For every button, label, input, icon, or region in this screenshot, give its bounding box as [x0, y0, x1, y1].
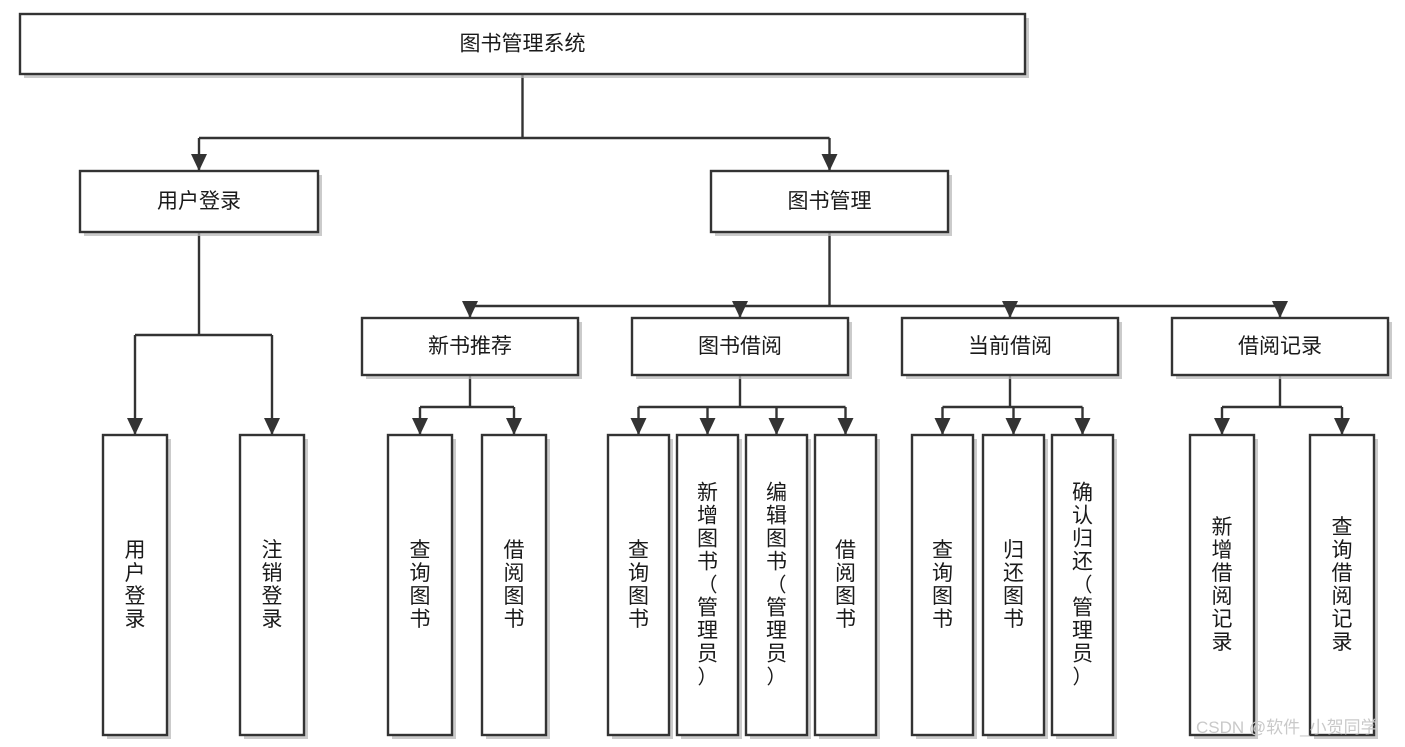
node-current-borrow[interactable]: 当前借阅: [900, 316, 1122, 379]
arrow-head-icon: [506, 418, 522, 435]
node-rect[interactable]: [813, 433, 878, 737]
connector-user-login: [127, 232, 280, 435]
node-label: 查询图书: [410, 539, 431, 631]
node-rect[interactable]: [630, 316, 850, 377]
node-leaf-add-book[interactable]: 新增图书（管理员）: [675, 433, 742, 739]
node-label: 新书推荐: [428, 335, 512, 358]
arrow-head-icon: [1002, 301, 1018, 318]
node-label: 查询图书: [628, 539, 649, 631]
node-leaf-query-book-new[interactable]: 查询图书: [386, 433, 456, 739]
arrow-head-icon: [934, 418, 951, 435]
node-label: 编辑图书（管理员）: [766, 481, 787, 688]
node-book-borrow[interactable]: 图书借阅: [630, 316, 852, 379]
arrow-head-icon: [630, 418, 647, 435]
node-leaf-confirm-return[interactable]: 确认归还（管理员）: [1050, 433, 1117, 739]
node-label: 图书借阅: [698, 335, 782, 358]
node-label: 查询图书: [932, 539, 953, 631]
node-label: 新增借阅记录: [1212, 516, 1233, 654]
node-label: 用户登录: [157, 190, 241, 213]
node-leaf-query-book-borrow[interactable]: 查询图书: [606, 433, 673, 739]
connector-current-borrow: [934, 375, 1091, 435]
arrow-head-icon: [732, 301, 748, 318]
connector-layer: [127, 74, 1350, 435]
node-rect[interactable]: [1050, 433, 1115, 737]
connector-book-manage: [462, 232, 1288, 318]
node-rect[interactable]: [360, 316, 580, 377]
arrow-head-icon: [264, 418, 280, 435]
node-leaf-query-record[interactable]: 查询借阅记录: [1308, 433, 1378, 739]
node-leaf-user-login[interactable]: 用户登录: [101, 433, 171, 739]
arrow-head-icon: [127, 418, 143, 435]
node-leaf-borrow-book[interactable]: 借阅图书: [813, 433, 880, 739]
node-rect[interactable]: [900, 316, 1120, 377]
node-leaf-query-book-current[interactable]: 查询图书: [910, 433, 977, 739]
node-book-manage[interactable]: 图书管理: [709, 169, 952, 236]
node-rect[interactable]: [101, 433, 169, 737]
arrow-head-icon: [1214, 418, 1230, 435]
arrow-head-icon: [462, 301, 478, 318]
node-rect[interactable]: [238, 433, 306, 737]
node-leaf-edit-book[interactable]: 编辑图书（管理员）: [744, 433, 811, 739]
node-user-login[interactable]: 用户登录: [78, 169, 322, 236]
arrow-head-icon: [191, 154, 207, 171]
node-root[interactable]: 图书管理系统: [18, 12, 1029, 78]
node-rect[interactable]: [78, 169, 320, 234]
node-label: 借阅图书: [504, 539, 525, 631]
node-rect[interactable]: [606, 433, 671, 737]
node-rect[interactable]: [910, 433, 975, 737]
node-rect[interactable]: [1308, 433, 1376, 737]
node-rect[interactable]: [744, 433, 809, 737]
node-rect[interactable]: [981, 433, 1046, 737]
node-label: 注销登录: [262, 539, 283, 631]
node-label: 图书管理系统: [460, 33, 586, 56]
arrow-head-icon: [1074, 418, 1091, 435]
csdn-watermark: CSDN @软件_小贺同学: [1196, 718, 1378, 737]
node-rect[interactable]: [709, 169, 950, 234]
node-rect[interactable]: [386, 433, 454, 737]
arrow-head-icon: [412, 418, 428, 435]
node-label: 确认归还（管理员）: [1072, 481, 1093, 688]
node-leaf-borrow-book-new[interactable]: 借阅图书: [480, 433, 550, 739]
node-label: 用户登录: [125, 539, 146, 631]
node-borrow-record[interactable]: 借阅记录: [1170, 316, 1392, 379]
arrow-head-icon: [768, 418, 785, 435]
node-leaf-return-book[interactable]: 归还图书: [981, 433, 1048, 739]
connector-book-borrow: [630, 375, 854, 435]
node-label: 图书管理: [788, 190, 872, 213]
node-label: 借阅图书: [835, 539, 856, 631]
connector-root: [191, 74, 838, 171]
arrow-head-icon: [1334, 418, 1350, 435]
node-rect[interactable]: [1170, 316, 1390, 377]
node-rect[interactable]: [18, 12, 1027, 76]
node-label: 归还图书: [1003, 539, 1024, 631]
node-rect[interactable]: [1188, 433, 1256, 737]
connector-borrow-record: [1214, 375, 1350, 435]
node-label: 借阅记录: [1238, 335, 1322, 358]
connector-new-book-recommend: [412, 375, 522, 435]
node-new-book-recommend[interactable]: 新书推荐: [360, 316, 582, 379]
arrow-head-icon: [821, 154, 838, 171]
node-rect[interactable]: [675, 433, 740, 737]
node-leaf-add-record[interactable]: 新增借阅记录: [1188, 433, 1258, 739]
node-rect[interactable]: [480, 433, 548, 737]
arrow-head-icon: [837, 418, 854, 435]
arrow-head-icon: [1005, 418, 1022, 435]
node-leaf-logout[interactable]: 注销登录: [238, 433, 308, 739]
node-label: 查询借阅记录: [1332, 516, 1353, 654]
arrow-head-icon: [699, 418, 716, 435]
arrow-head-icon: [1272, 301, 1288, 318]
node-layer: 图书管理系统用户登录图书管理新书推荐图书借阅当前借阅借阅记录用户登录注销登录查询…: [18, 12, 1392, 739]
node-label: 当前借阅: [968, 335, 1052, 358]
node-label: 新增图书（管理员）: [697, 481, 718, 688]
